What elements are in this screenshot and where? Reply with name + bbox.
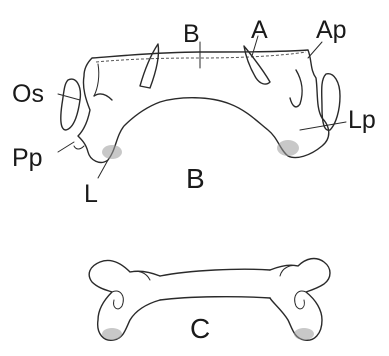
panel-b-caption: B (186, 163, 205, 194)
panel-c-right-unit (270, 259, 330, 341)
panel-c-caption: C (190, 313, 210, 344)
panel-c-right-spine (280, 265, 298, 276)
label-pp: Pp (12, 144, 43, 172)
label-lp: Lp (348, 106, 376, 134)
panel-b-left-spine (140, 44, 159, 88)
panel-b-right-lobe (290, 70, 302, 107)
leader-ap (308, 42, 322, 58)
label-os: Os (12, 80, 44, 108)
panel-c-right-stipple (294, 328, 314, 340)
panel-b-left-fold-2 (94, 64, 99, 96)
label-b: B (183, 20, 200, 48)
leader-pp (58, 142, 74, 152)
panel-b-pp-tip (74, 146, 84, 149)
label-l: L (84, 180, 98, 208)
panel-b-os-sclerite (61, 79, 81, 130)
panel-c-left-stipple (102, 328, 122, 340)
panel-c-left-unit (89, 260, 160, 340)
label-ap: Ap (316, 16, 347, 44)
panel-c-right-fold (295, 291, 306, 309)
label-a: A (251, 16, 268, 44)
panel-b-right-stipple (277, 140, 299, 156)
panel-c-bar (160, 269, 270, 300)
panel-b-left-stipple (102, 145, 122, 159)
panel-b-dorsal-ridge (96, 52, 306, 62)
panel-b-left-fold (94, 94, 112, 100)
leader-os (58, 94, 80, 100)
panel-c-left-fold (112, 291, 123, 309)
